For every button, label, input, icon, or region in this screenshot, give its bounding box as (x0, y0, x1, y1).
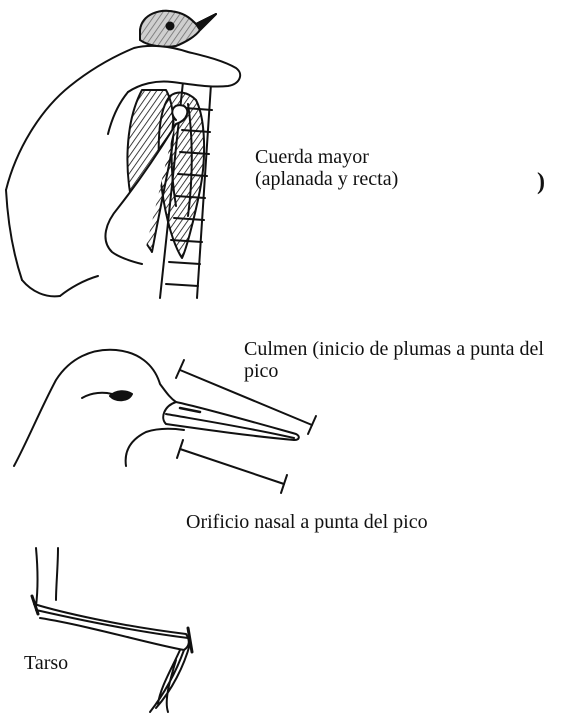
culmen-label-line2: pico (244, 360, 279, 382)
bird-eye (109, 390, 133, 402)
head-outline (13, 348, 177, 467)
tarsus-label: Tarso (24, 652, 69, 674)
bird-head-illustration (13, 348, 317, 494)
leg-upper (35, 547, 39, 607)
nostril-to-tip-label: Orificio nasal a punta del pico (186, 511, 428, 533)
bird-bill (162, 401, 300, 441)
wing-chord-illustration (5, 9, 242, 299)
nostril-measure-bar (176, 439, 288, 494)
wing-chord-label: Cuerda mayor (aplanada y recta) (255, 146, 398, 190)
held-bird-head (139, 9, 217, 48)
culmen-measure-bar (175, 359, 317, 435)
tarsus-illustration (30, 547, 194, 713)
culmen-label-line1: Culmen (inicio de plumas a punta del (244, 338, 544, 360)
tarsus-segment (33, 603, 190, 651)
wing-chord-label-line2: (aplanada y recta) (255, 168, 399, 190)
stray-parenthesis-mark: ) (537, 169, 545, 195)
throat-outline (124, 427, 185, 467)
bird-toes (149, 643, 191, 713)
wing-chord-label-line1: Cuerda mayor (255, 146, 369, 168)
bird-nostril (178, 406, 202, 414)
holding-hand (5, 44, 242, 298)
culmen-label: Culmen (inicio de plumas a punta del pic… (244, 338, 544, 382)
